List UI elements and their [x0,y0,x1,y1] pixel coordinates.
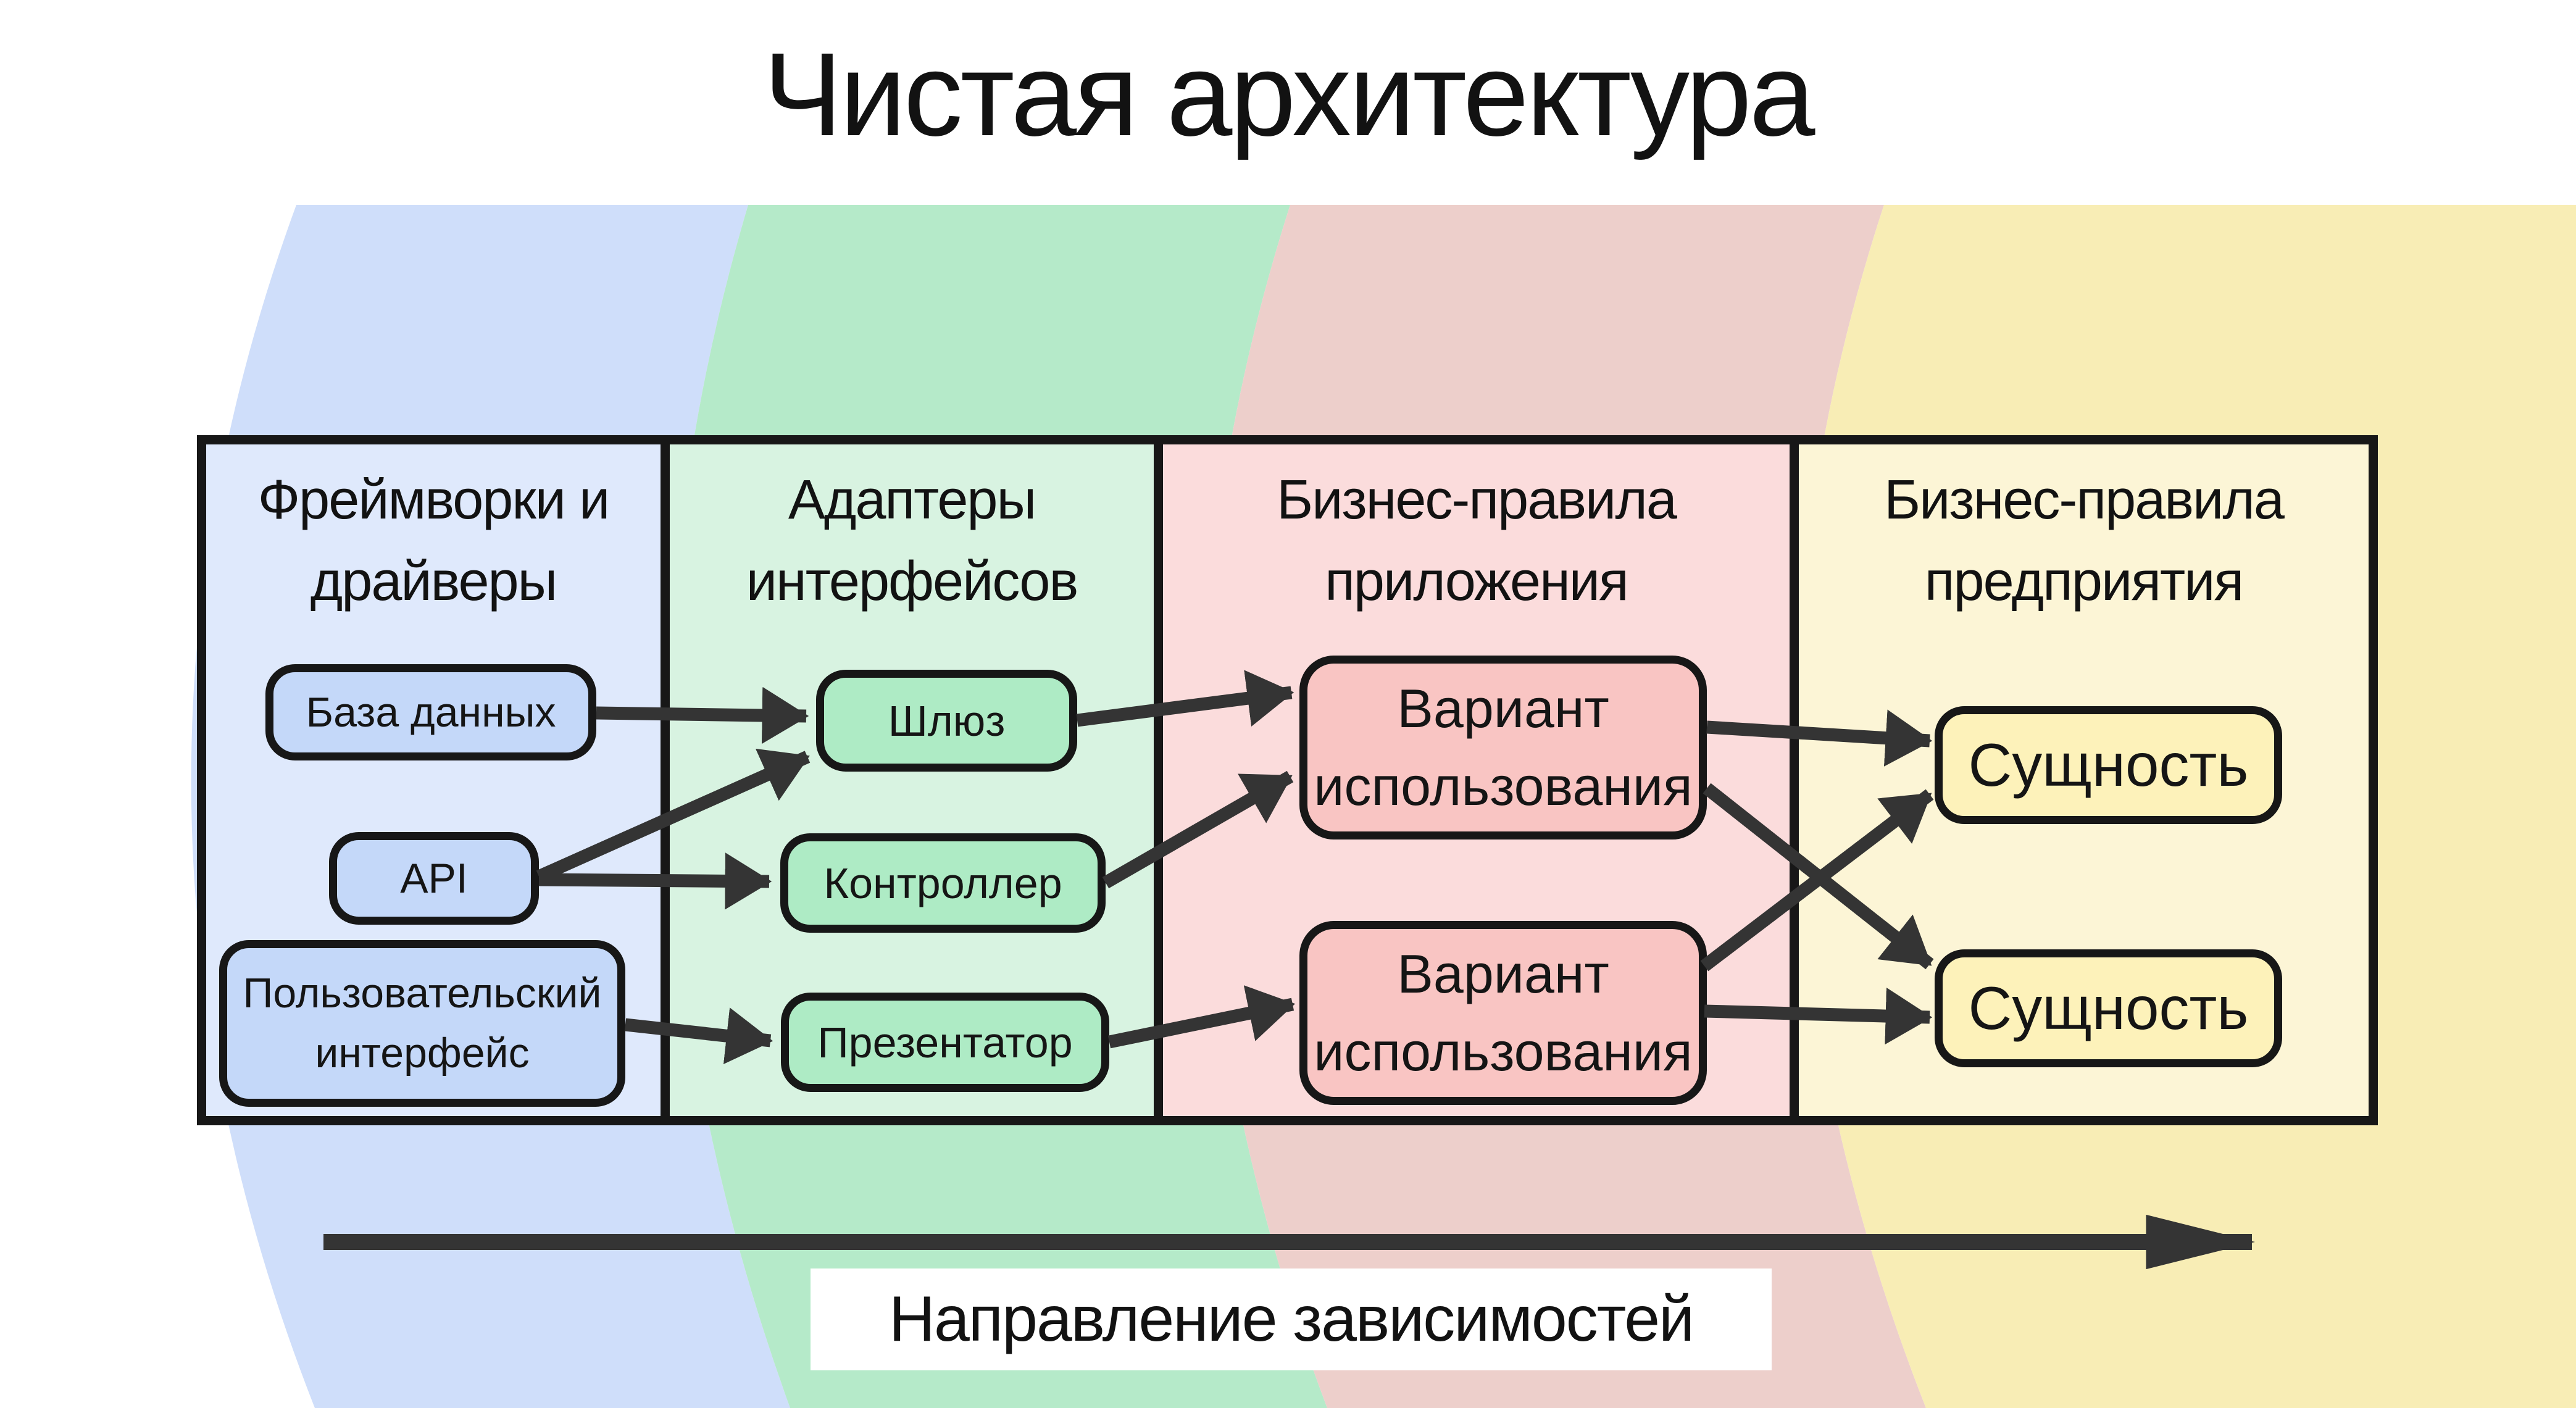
node-use-case-1: Вариант использования [1299,656,1707,839]
column-header-enterprise-rules: Бизнес-правила предприятия [1884,469,2285,612]
node-gateway: Шлюз [816,670,1077,772]
column-header-interface-adapters: Адаптеры интерфейсов [746,469,1079,612]
node-entity-2: Сущность [1935,949,2282,1067]
node-presenter: Презентатор [781,993,1109,1092]
node-user-interface: Пользовательский интерфейс [219,940,625,1107]
node-controller: Контроллер [780,833,1106,933]
page-title: Чистая архитектура [763,28,1815,160]
dependency-direction-label: Направление зависимостей [811,1268,1772,1370]
node-entity-1: Сущность [1935,706,2282,824]
column-header-frameworks: Фреймворки и драйверы [257,469,611,612]
node-use-case-2: Вариант использования [1299,921,1707,1105]
column-header-application-rules: Бизнес-правила приложения [1277,469,1677,612]
node-database: База данных [265,664,596,760]
node-api: API [329,832,539,925]
